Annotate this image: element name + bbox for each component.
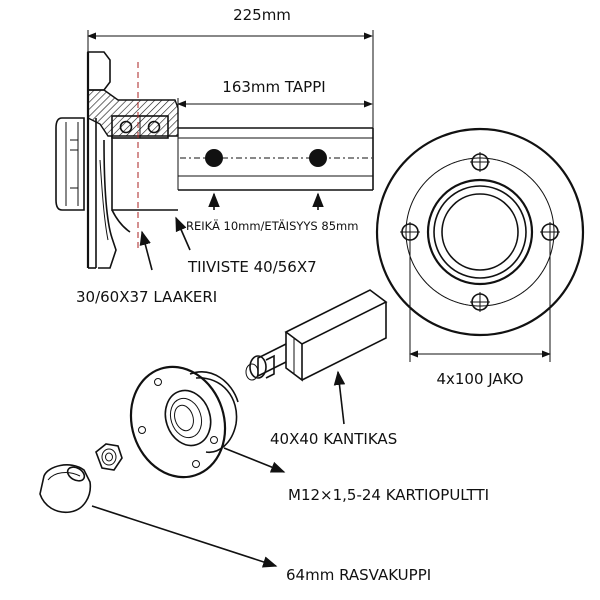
hub-cross-section (55, 51, 179, 269)
pin-hole-1 (205, 149, 223, 167)
exploded-hub (129, 365, 239, 479)
bearing-label: 30/60X37 LAAKERI (76, 288, 217, 306)
axle-pin (177, 127, 374, 191)
flange-bolt-holes (400, 152, 560, 312)
pin-length-dimension (177, 98, 373, 130)
cone-bolt-nut (95, 443, 123, 471)
hole-spec-label: REIKÄ 10mm/ETÄISYYS 85mm (186, 218, 358, 233)
bolt-pattern-label: 4x100 JAKO (436, 370, 523, 388)
flange-front-view (375, 127, 585, 362)
pin-length-label: 163mm TAPPI (222, 78, 325, 96)
overall-length-label: 225mm (233, 6, 291, 24)
square-axle-label: 40X40 KANTIKAS (270, 430, 397, 448)
grease-cap-label: 64mm RASVAKUPPI (286, 566, 431, 584)
square-axle (245, 289, 388, 382)
cone-bolt-label: M12×1,5-24 KARTIOPULTTI (288, 486, 489, 504)
seal-label: TIIVISTE 40/56X7 (187, 258, 317, 276)
grease-cap (39, 464, 92, 514)
pin-hole-2 (309, 149, 327, 167)
